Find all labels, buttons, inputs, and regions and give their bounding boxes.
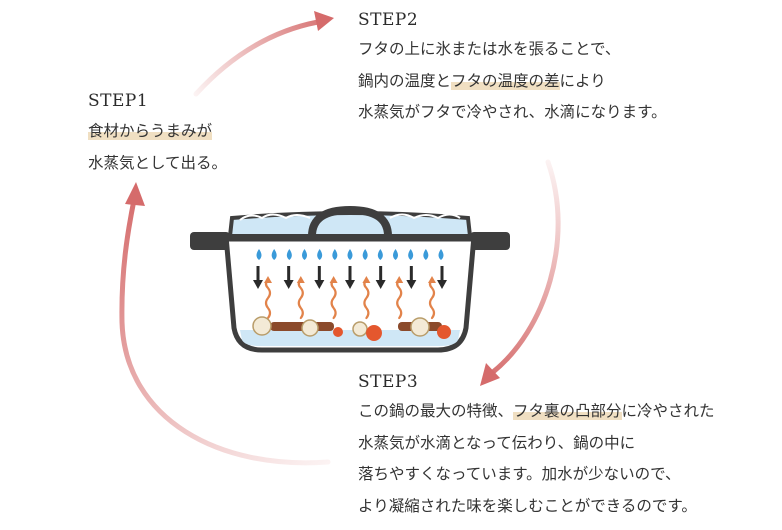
food-potato	[252, 316, 272, 336]
steam-icon	[362, 276, 371, 320]
water-droplets	[256, 249, 444, 260]
droplet-icon	[271, 249, 277, 260]
step3-line1: この鍋の最大の特徴、フタ裏の凸部分に冷やされた	[358, 396, 715, 428]
down-arrow-icon	[283, 266, 294, 289]
step1-line2: 水蒸気として出る。	[88, 153, 228, 172]
cycle-arrow-step3-to-step1	[119, 182, 331, 466]
droplet-icon	[362, 249, 368, 260]
step2-text: フタの上に氷または水を張ることで、 鍋内の温度とフタの温度の差により 水蒸気がフ…	[358, 34, 667, 129]
pot-handle-left	[190, 232, 230, 250]
food-potato	[352, 321, 368, 337]
step3-title: STEP3	[358, 372, 419, 392]
step1-title: STEP1	[88, 91, 149, 111]
lid-knob	[308, 205, 392, 237]
droplet-icon	[302, 249, 307, 260]
cycle-arrow-step1-to-step2	[193, 11, 334, 97]
steam-icon	[395, 276, 404, 320]
food-potato	[410, 317, 430, 337]
droplet-icon	[347, 249, 353, 260]
step3-line1-post: に冷やされた	[621, 402, 715, 420]
steam-icon	[264, 276, 272, 320]
food-tomato	[366, 325, 382, 341]
droplet-icon	[438, 249, 444, 260]
step2-line2-highlight: フタの温度の差	[451, 71, 560, 90]
down-arrow-icon	[314, 266, 325, 289]
droplet-icon	[332, 249, 338, 260]
food-tomato	[437, 325, 451, 339]
steam-icon	[329, 276, 338, 320]
down-arrow-icon	[406, 266, 417, 289]
droplet-icon	[317, 249, 323, 260]
droplet-icon	[408, 249, 414, 260]
food-potato	[301, 319, 319, 337]
down-arrow-icon	[437, 266, 447, 289]
step2-line3: 水蒸気がフタで冷やされ、水滴になります。	[358, 103, 667, 121]
step2-line2-post: により	[559, 71, 606, 90]
droplet-icon	[286, 249, 292, 260]
step2-title: STEP2	[358, 10, 419, 30]
droplet-icon	[256, 249, 262, 260]
step3-line3: 落ちやすくなっています。加水が少ないので、	[358, 465, 681, 483]
droplet-icon	[377, 249, 383, 260]
step1-line1: 食材からうまみが	[88, 122, 213, 140]
step3-line1-highlight: フタ裏の凸部分	[513, 402, 622, 420]
pot-handle-right	[470, 232, 510, 250]
step2-line2: 鍋内の温度とフタの温度の差により	[358, 66, 667, 98]
steam-icon	[428, 276, 436, 320]
steam-lines	[264, 276, 436, 320]
step2-line1: フタの上に氷または水を張ることで、	[358, 40, 621, 58]
food-tomato	[333, 327, 343, 337]
down-arrow-icon	[345, 266, 355, 289]
food-ingredients	[252, 316, 451, 341]
step3-line1-pre: この鍋の最大の特徴、	[358, 402, 514, 420]
falling-arrows	[253, 266, 447, 289]
droplet-icon	[423, 249, 429, 260]
cycle-arrow-step2-to-step3	[480, 159, 561, 386]
step3-line2: 水蒸気が水滴となって伝わり、鍋の中に	[358, 433, 636, 452]
step3-line4: より凝縮された味を楽しむことができるのです。	[358, 496, 697, 515]
pot-liquid	[240, 330, 460, 346]
step3-text: この鍋の最大の特徴、フタ裏の凸部分に冷やされた 水蒸気が水滴となって伝わり、鍋の…	[358, 396, 715, 522]
step2-line2-pre: 鍋内の温度と	[358, 71, 452, 90]
steam-icon	[296, 276, 305, 320]
down-arrow-icon	[253, 266, 263, 289]
step1-text: 食材からうまみが 水蒸気として出る。	[88, 116, 227, 179]
down-arrow-icon	[375, 266, 386, 289]
droplet-icon	[393, 249, 398, 260]
